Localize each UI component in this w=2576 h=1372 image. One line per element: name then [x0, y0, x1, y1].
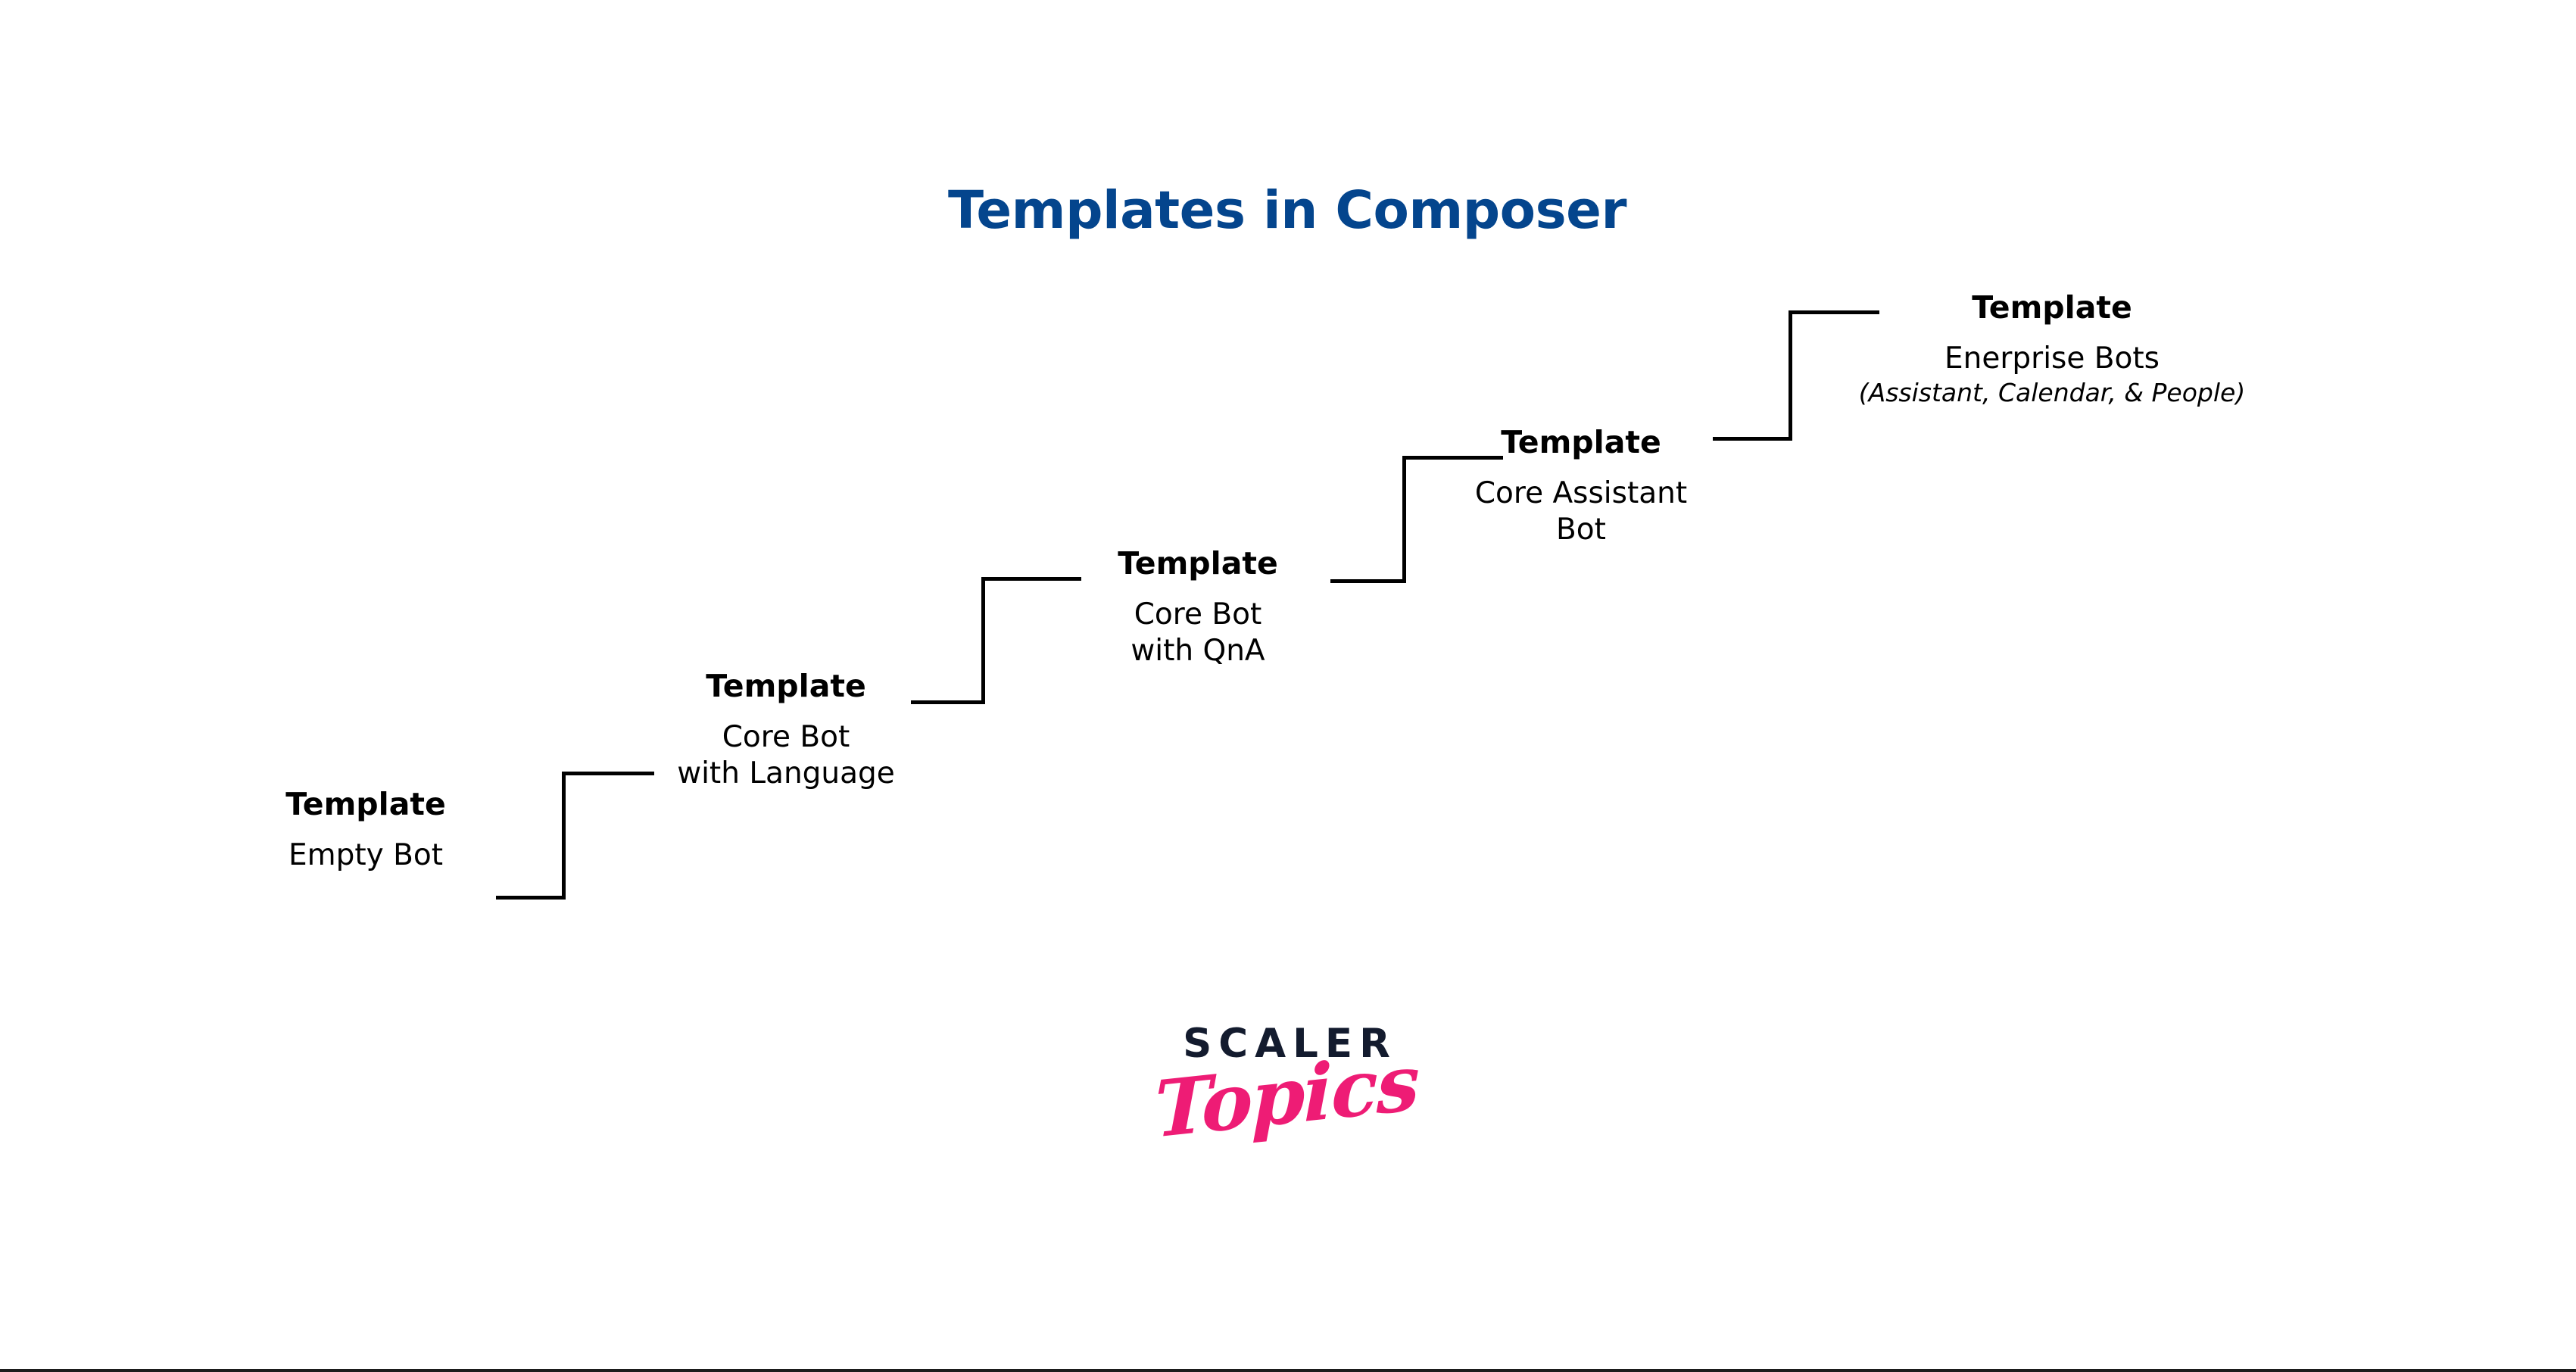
step-3-label: Template: [1118, 545, 1278, 582]
connector-3: [1330, 456, 1503, 583]
step-5-description-line-1: Enerprise Bots: [1944, 341, 2160, 376]
step-4-label: Template: [1501, 424, 1661, 460]
step-5: Template Enerprise Bots (Assistant, Cale…: [1711, 289, 2393, 408]
step-2-description-line-2: with Language: [677, 756, 895, 790]
connector-2-bottom-segment: [911, 700, 985, 704]
step-3: Template Core Bot with QnA: [933, 545, 1463, 669]
connector-1-top-segment: [562, 772, 654, 775]
connector-4-riser: [1789, 310, 1792, 441]
connector-4-top-segment: [1789, 310, 1879, 314]
step-2-description-line-1: Core Bot: [722, 720, 850, 755]
scaler-topics-logo: SCALER Topics: [0, 1021, 2576, 1156]
page-title-text: Templates in Composer: [947, 180, 1627, 241]
logo-inner: SCALER Topics: [1154, 1021, 1419, 1156]
step-2-label: Template: [706, 668, 866, 704]
step-1-description: Empty Bot: [131, 837, 600, 874]
step-2: Template Core Bot with Language: [498, 668, 1074, 792]
step-1: Template Empty Bot: [131, 786, 600, 874]
connector-1: [496, 772, 656, 902]
step-5-description: Enerprise Bots: [1711, 341, 2393, 377]
connector-1-riser: [562, 772, 566, 900]
connector-2-top-segment: [981, 577, 1081, 581]
connector-3-riser: [1402, 456, 1406, 583]
step-3-description-line-1: Core Bot: [1134, 597, 1262, 632]
connector-3-bottom-segment: [1330, 579, 1406, 583]
step-4-description-line-1: Core Assistant: [1474, 476, 1688, 511]
page-title: Templates in Composer: [0, 180, 2576, 241]
connector-4-bottom-segment: [1713, 437, 1792, 441]
connector-2-riser: [981, 577, 985, 704]
connector-3-top-segment: [1402, 456, 1503, 460]
step-3-description-line-2: with QnA: [1131, 633, 1265, 668]
step-1-description-line-1: Empty Bot: [288, 838, 444, 873]
logo-wordmark-scaler: SCALER: [1183, 1021, 1397, 1067]
step-4-description: Core Assistant Bot: [1293, 476, 1869, 547]
step-5-label: Template: [1972, 289, 2132, 326]
step-3-description: Core Bot with QnA: [933, 597, 1463, 669]
step-4: Template Core Assistant Bot: [1293, 424, 1869, 548]
step-1-label: Template: [285, 786, 446, 822]
step-4-description-line-2: Bot: [1556, 512, 1606, 547]
connector-4: [1713, 310, 1879, 441]
connector-1-bottom-segment: [496, 896, 566, 900]
step-5-note: (Assistant, Calendar, & People): [1858, 377, 2246, 407]
connector-2: [911, 577, 1081, 704]
step-2-description: Core Bot with Language: [498, 719, 1074, 791]
